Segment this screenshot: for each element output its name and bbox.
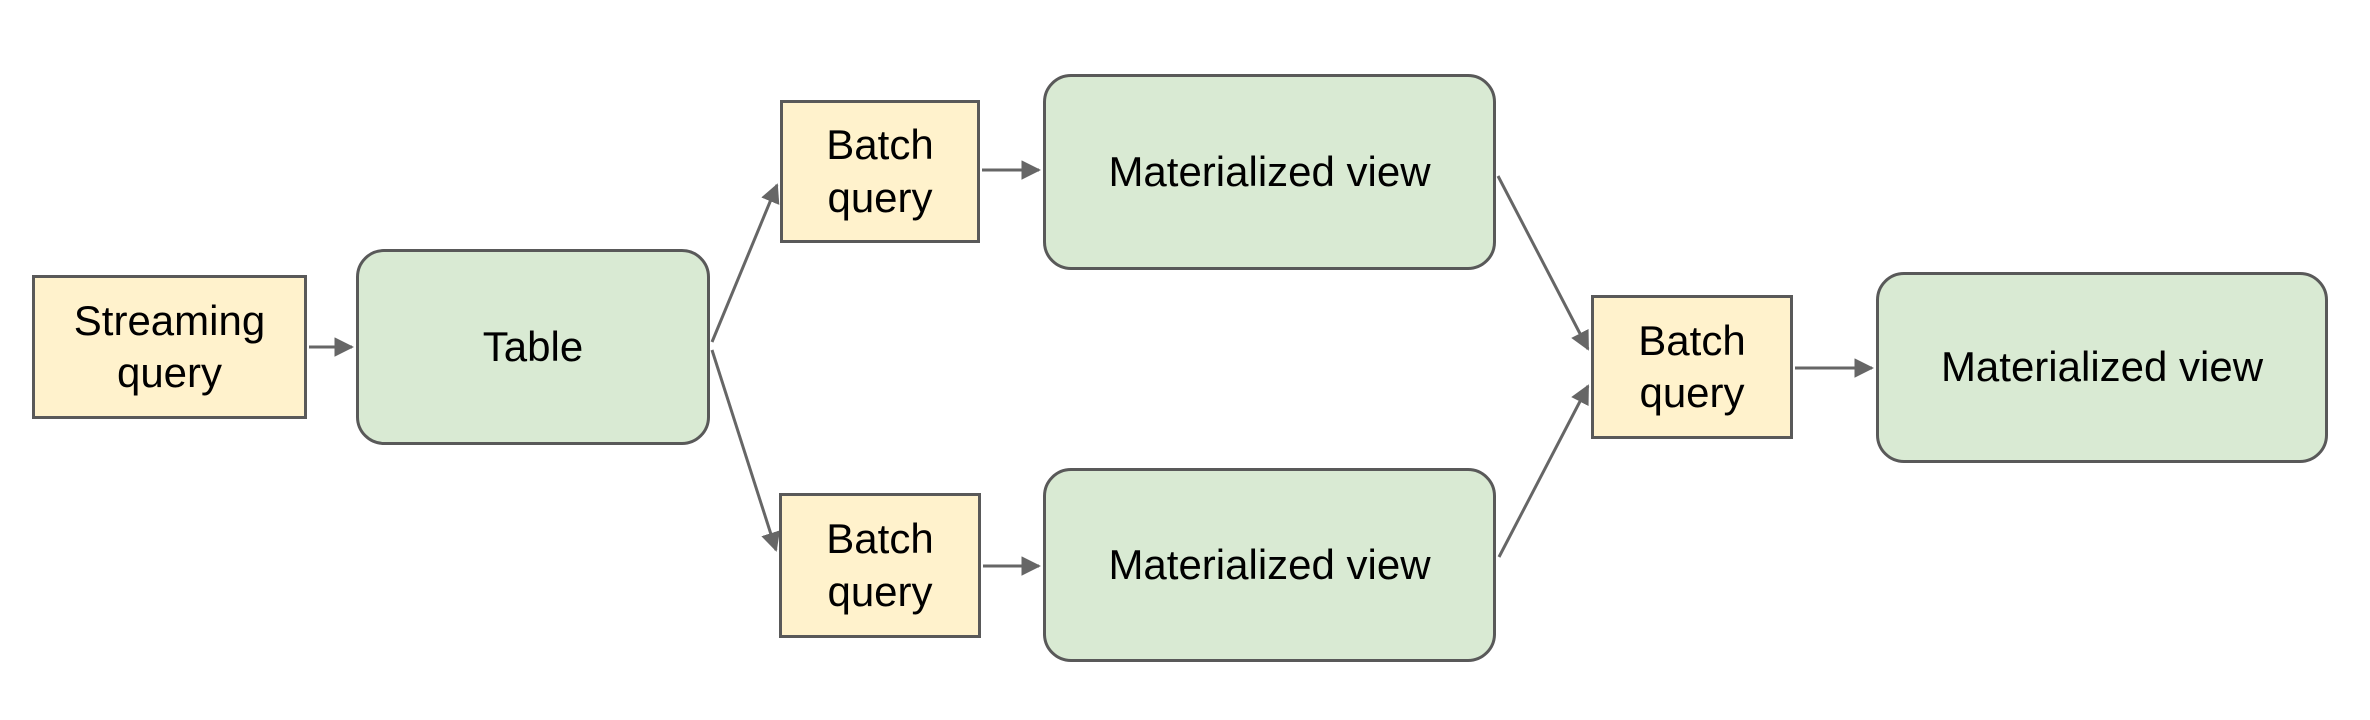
node-table-label: Table	[482, 322, 584, 370]
node-table: Table	[356, 249, 710, 445]
node-materialized-view-final-label: Materialized view	[1940, 343, 2264, 391]
connector-materialized_view_top-to-batch_query_final	[1496, 175, 1590, 351]
node-materialized-view-final: Materialized view	[1876, 272, 2328, 463]
node-batch-query-bottom: Batch query	[779, 493, 981, 638]
node-materialized-view-bottom: Materialized view	[1043, 468, 1496, 662]
node-batch-query-top-label: Batch query	[826, 121, 934, 221]
node-batch-query-bottom-label: Batch query	[826, 515, 934, 615]
node-materialized-view-top-label: Materialized view	[1108, 147, 1431, 195]
connector-materialized_view_bottom-to-batch_query_final	[1497, 384, 1590, 558]
node-batch-query-top: Batch query	[780, 100, 980, 243]
node-materialized-view-bottom-label: Materialized view	[1108, 540, 1431, 588]
node-batch-query-final: Batch query	[1591, 295, 1793, 439]
node-batch-query-final-label: Batch query	[1638, 316, 1746, 417]
node-materialized-view-top: Materialized view	[1043, 74, 1496, 270]
connector-table-to-batch_query_top	[710, 183, 780, 343]
node-streaming-query: Streaming query	[32, 275, 307, 419]
connector-table-to-batch_query_bottom	[710, 349, 780, 552]
node-streaming-query-label: Streaming query	[73, 296, 266, 397]
